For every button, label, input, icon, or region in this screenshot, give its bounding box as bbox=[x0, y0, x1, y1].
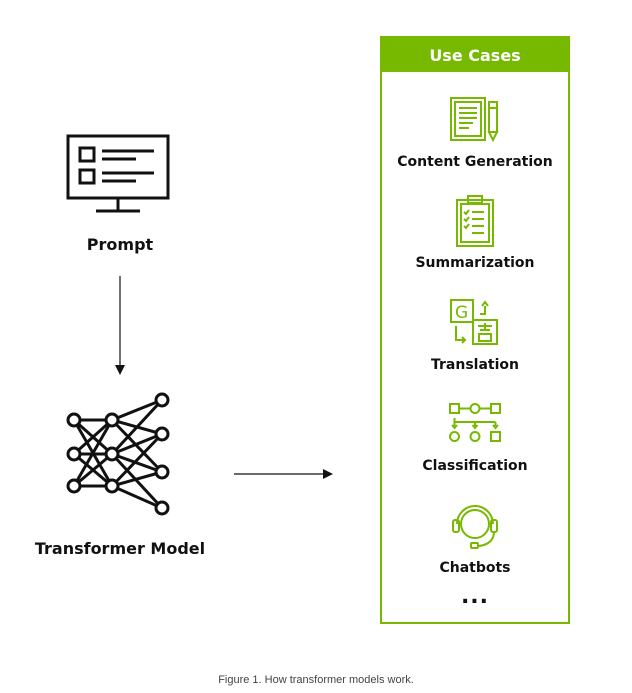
use-case-content-generation: Content Generation bbox=[382, 94, 568, 174]
neural-network-icon bbox=[62, 390, 178, 518]
document-pencil-icon bbox=[445, 94, 505, 144]
hierarchy-icon bbox=[446, 400, 504, 446]
use-case-label: Translation bbox=[431, 357, 519, 373]
right-arrow bbox=[234, 466, 334, 482]
svg-text:G: G bbox=[455, 303, 468, 323]
use-case-classification: Classification bbox=[382, 400, 568, 480]
transformer-model-label: Transformer Model bbox=[34, 539, 206, 558]
use-case-summarization: Summarization bbox=[382, 194, 568, 274]
use-case-label: Classification bbox=[422, 458, 528, 474]
use-cases-panel: Use Cases Content Generation bbox=[380, 36, 570, 624]
use-case-chatbots: Chatbots bbox=[382, 500, 568, 580]
monitor-icon bbox=[66, 134, 172, 216]
use-cases-title: Use Cases bbox=[382, 38, 568, 72]
use-case-label: Chatbots bbox=[439, 560, 511, 576]
translate-icon: G bbox=[447, 296, 503, 350]
more-ellipsis: ... bbox=[460, 584, 490, 609]
figure-caption: Figure 1. How transformer models work. bbox=[218, 674, 414, 686]
headset-icon bbox=[447, 500, 503, 552]
use-case-label: Content Generation bbox=[397, 154, 553, 170]
use-case-label: Summarization bbox=[415, 255, 535, 271]
clipboard-checklist-icon bbox=[450, 194, 500, 248]
use-case-translation: G Translation bbox=[382, 296, 568, 376]
prompt-label: Prompt bbox=[86, 235, 154, 254]
down-arrow bbox=[110, 276, 130, 376]
